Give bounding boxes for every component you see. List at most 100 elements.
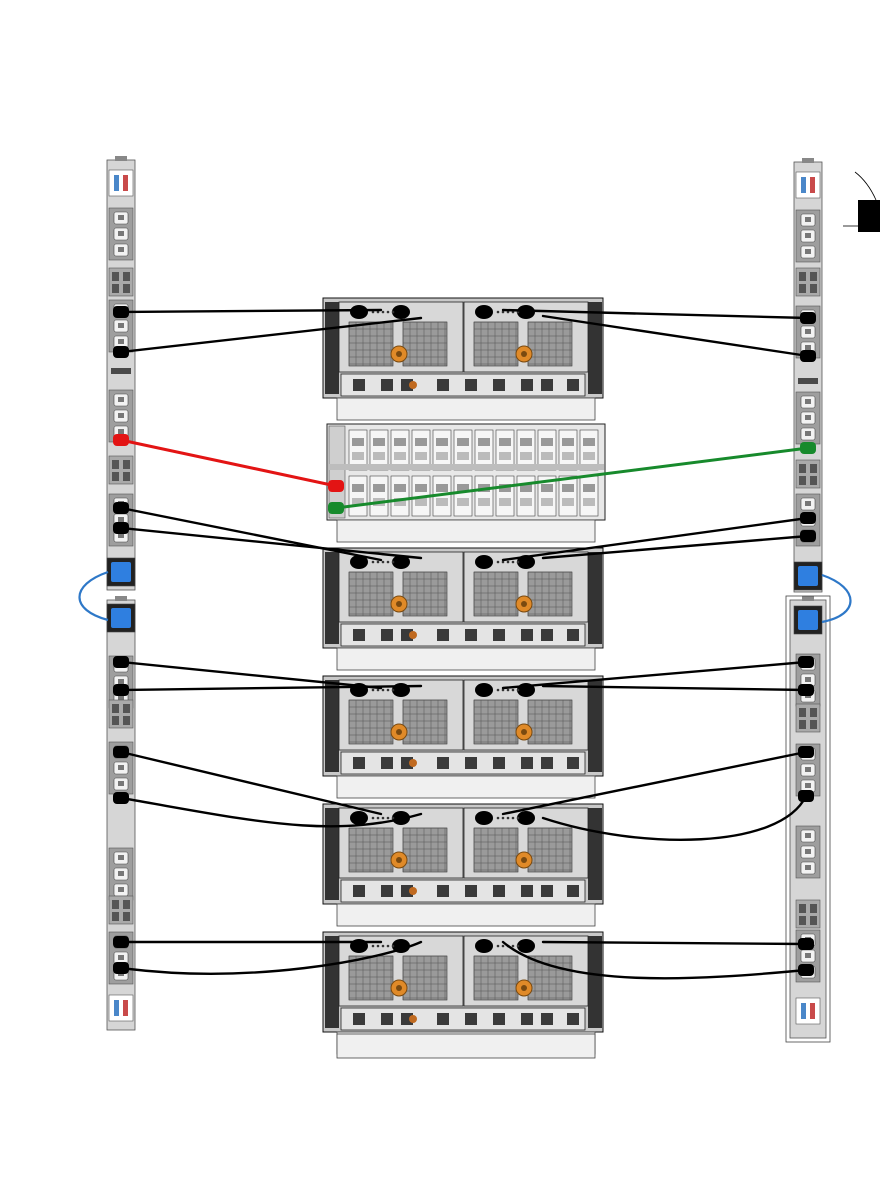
fan-icon — [474, 700, 518, 744]
outlet-pins — [805, 953, 811, 958]
fan-hub-center — [521, 351, 527, 357]
drive-latch — [583, 484, 595, 492]
display-segment — [123, 175, 128, 191]
power-plug-icon — [798, 684, 814, 696]
fan-grille — [528, 828, 572, 872]
outlet-pins — [805, 415, 811, 420]
outlet-pins — [118, 887, 124, 892]
fan-grille — [403, 572, 447, 616]
power-plug-icon — [800, 442, 816, 454]
power-supply-module — [339, 680, 463, 750]
page-curl-line — [855, 172, 876, 200]
pdu-mount-tab — [802, 158, 814, 163]
outlet-pins — [805, 233, 811, 238]
status-led — [387, 945, 390, 948]
fan-icon — [403, 828, 447, 872]
rack-rail — [337, 648, 595, 670]
breaker-toggle — [123, 716, 130, 725]
outlet-pins — [118, 871, 124, 876]
enclosure-3 — [323, 676, 603, 798]
io-panel — [341, 880, 585, 902]
fan-hub-center — [521, 857, 527, 863]
storage-enclosures — [323, 298, 603, 1058]
status-led — [497, 945, 500, 948]
status-led — [409, 887, 417, 895]
outlet-pins — [118, 517, 124, 522]
drive-latch — [541, 438, 553, 446]
upper-right-pdu — [794, 158, 822, 592]
breaker-toggle — [799, 916, 806, 925]
outlet-pins — [805, 329, 811, 334]
drive-latch — [562, 452, 574, 460]
io-port — [437, 379, 449, 391]
status-led — [497, 311, 500, 314]
power-plug-icon — [113, 306, 129, 318]
enclosure-ear — [325, 936, 339, 1028]
breaker-toggle — [799, 904, 806, 913]
status-led — [387, 561, 390, 564]
drive-latch — [562, 498, 574, 506]
drive-slot-icon — [391, 476, 409, 516]
enclosure-1 — [323, 298, 603, 420]
drive-latch — [352, 438, 364, 446]
fan-icon — [474, 828, 518, 872]
status-led — [372, 689, 375, 692]
fan-grille — [528, 956, 572, 1000]
pdu-mount-tab — [802, 596, 814, 601]
enclosure-ear — [325, 680, 339, 772]
drive-latch — [499, 498, 511, 506]
status-led — [377, 945, 380, 948]
status-led — [497, 561, 500, 564]
fan-grille — [474, 322, 518, 366]
controller-unit — [327, 424, 605, 542]
drive-latch — [541, 452, 553, 460]
fan-grille — [474, 956, 518, 1000]
inlet-socket — [111, 608, 131, 628]
io-panel — [341, 1008, 585, 1030]
drive-latch — [394, 484, 406, 492]
status-led — [512, 817, 515, 820]
enclosure-ear — [325, 552, 339, 644]
outlet-pins — [118, 765, 124, 770]
pdu-display — [796, 998, 820, 1024]
drive-latch — [352, 484, 364, 492]
pdu-display-frame — [109, 170, 133, 196]
drive-latch — [457, 498, 469, 506]
drive-latch — [436, 484, 448, 492]
breaker-toggle — [799, 720, 806, 729]
drive-slot-icon — [370, 476, 388, 516]
pdu-display — [796, 172, 820, 198]
drive-latch — [352, 452, 364, 460]
fan-icon — [474, 572, 518, 616]
breaker-switch-icon — [796, 900, 820, 928]
power-plug-icon — [517, 811, 535, 825]
breaker-toggle — [123, 284, 130, 293]
fan-grille — [528, 572, 572, 616]
fan-hub-center — [521, 729, 527, 735]
controller-rail — [337, 520, 595, 542]
breaker-toggle — [810, 272, 817, 281]
outlet-group — [796, 826, 820, 878]
drive-latch — [415, 484, 427, 492]
pdu-display-frame — [796, 172, 820, 198]
enclosure-2 — [323, 548, 603, 670]
enclosure-ear — [588, 552, 602, 644]
pdu-display — [109, 995, 133, 1021]
status-led — [502, 817, 505, 820]
io-port — [493, 629, 505, 641]
outlet-pins — [118, 855, 124, 860]
power-plug-icon — [113, 962, 129, 974]
io-port — [493, 885, 505, 897]
io-port — [541, 757, 553, 769]
fan-grille — [349, 828, 393, 872]
fan-grille — [349, 322, 393, 366]
outlet-pins — [805, 249, 811, 254]
status-led — [497, 817, 500, 820]
breaker-switch-icon — [109, 700, 133, 728]
io-port — [493, 1013, 505, 1025]
io-port — [437, 885, 449, 897]
power-plug-icon — [113, 936, 129, 948]
breaker-toggle — [112, 912, 119, 921]
breaker-toggle — [799, 272, 806, 281]
